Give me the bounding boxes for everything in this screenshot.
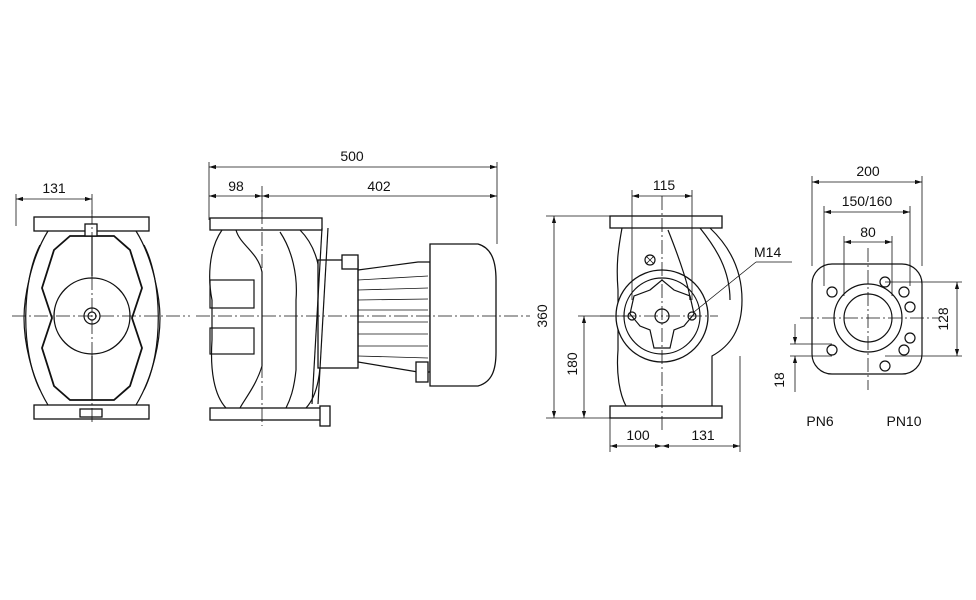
dim-inlet-offset: 98 bbox=[228, 178, 244, 194]
dim-motor-length: 402 bbox=[367, 178, 391, 194]
dim-front-width: 131 bbox=[42, 180, 66, 196]
front-view: 131 bbox=[12, 180, 190, 424]
side-view: 500 98 402 bbox=[196, 148, 530, 427]
dim-bore: 80 bbox=[860, 224, 876, 240]
dim-bottom-right: 131 bbox=[691, 427, 715, 443]
label-pn10: PN10 bbox=[886, 413, 921, 429]
dim-top-width: 115 bbox=[653, 177, 676, 193]
dim-axis-height: 180 bbox=[564, 352, 580, 376]
label-pn6: PN6 bbox=[806, 413, 833, 429]
dim-flange-outer: 200 bbox=[856, 163, 880, 179]
thread-callout: M14 bbox=[754, 244, 781, 260]
dim-bottom-left: 100 bbox=[626, 427, 650, 443]
dim-overall-length: 500 bbox=[340, 148, 364, 164]
dim-flange-vertical: 128 bbox=[935, 307, 951, 331]
dim-end-height: 360 bbox=[534, 304, 550, 328]
dim-bolt-circle: 150/160 bbox=[842, 193, 893, 209]
end-view: 115 360 180 100 131 M14 bbox=[534, 177, 792, 452]
dim-hole: 18 bbox=[771, 372, 787, 388]
flange-view: 200 150/160 80 128 18 PN6 PN10 bbox=[771, 163, 962, 429]
